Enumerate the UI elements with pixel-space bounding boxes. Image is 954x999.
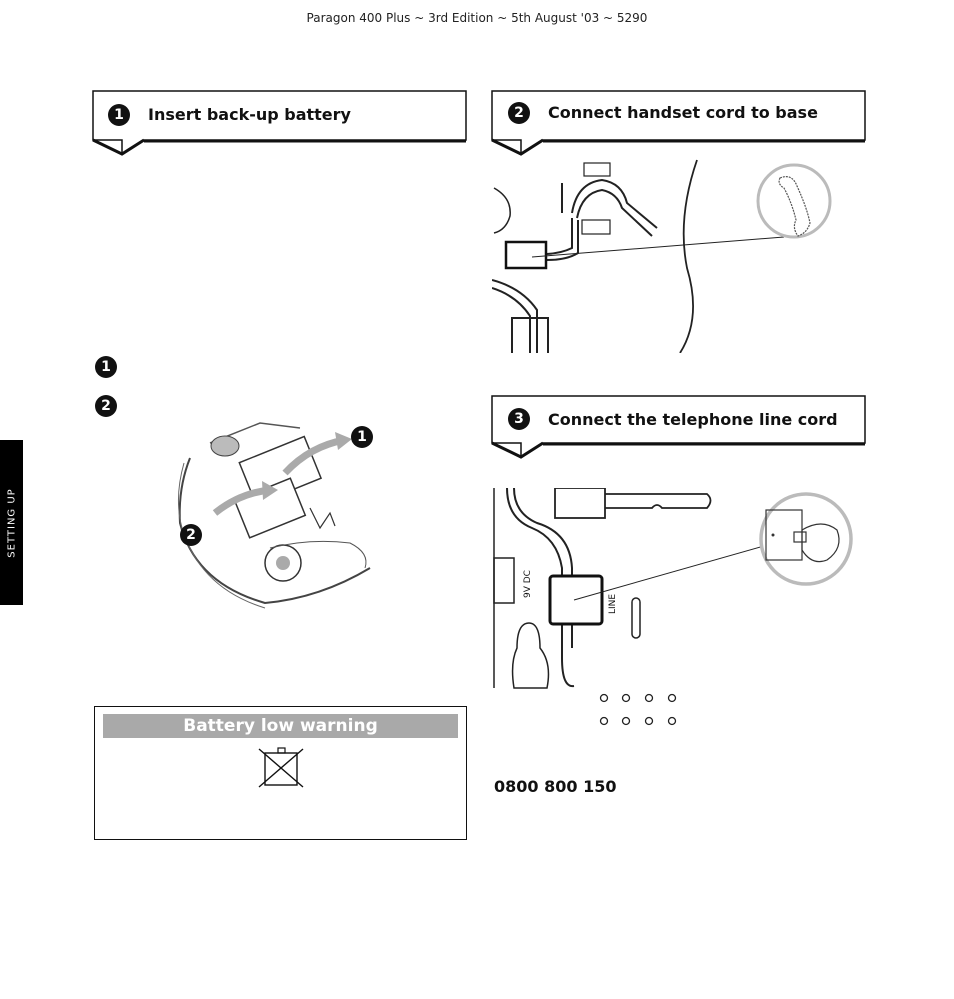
step-2-title: Connect handset cord to base <box>548 103 818 122</box>
dc-port-label: 9V DC <box>523 570 533 598</box>
step-1-number: 1 <box>108 104 130 126</box>
line-cord-diagram <box>493 488 853 689</box>
step-2-number: 2 <box>508 102 530 124</box>
step-3-number: 3 <box>508 408 530 430</box>
battery-low-warning-box: Battery low warning <box>94 706 467 840</box>
helpline-number: 0800 800 150 <box>494 777 617 796</box>
battery-insert-illustration <box>177 422 371 609</box>
section-tab-label: SETTING UP <box>6 487 17 558</box>
battery-step-bullet-1: 1 <box>95 356 117 378</box>
battery-low-warning-title: Battery low warning <box>103 714 458 738</box>
step-1-frame <box>92 90 467 156</box>
step-1-title: Insert back-up battery <box>148 105 351 124</box>
step-3-frame <box>491 395 866 459</box>
battery-step-bullet-2: 2 <box>95 395 117 417</box>
indicator-dots <box>599 693 677 726</box>
handset-cord-diagram <box>492 159 832 353</box>
battery-diagram-callout-1: 1 <box>351 426 373 448</box>
section-tab: SETTING UP <box>0 440 23 605</box>
step-2-frame <box>491 90 866 156</box>
step-3-title: Connect the telephone line cord <box>548 410 838 429</box>
battery-diagram-callout-2: 2 <box>180 524 202 546</box>
page-header: Paragon 400 Plus ~ 3rd Edition ~ 5th Aug… <box>306 11 648 25</box>
battery-crossed-icon <box>258 747 304 788</box>
line-port-label: LINE <box>608 593 618 614</box>
